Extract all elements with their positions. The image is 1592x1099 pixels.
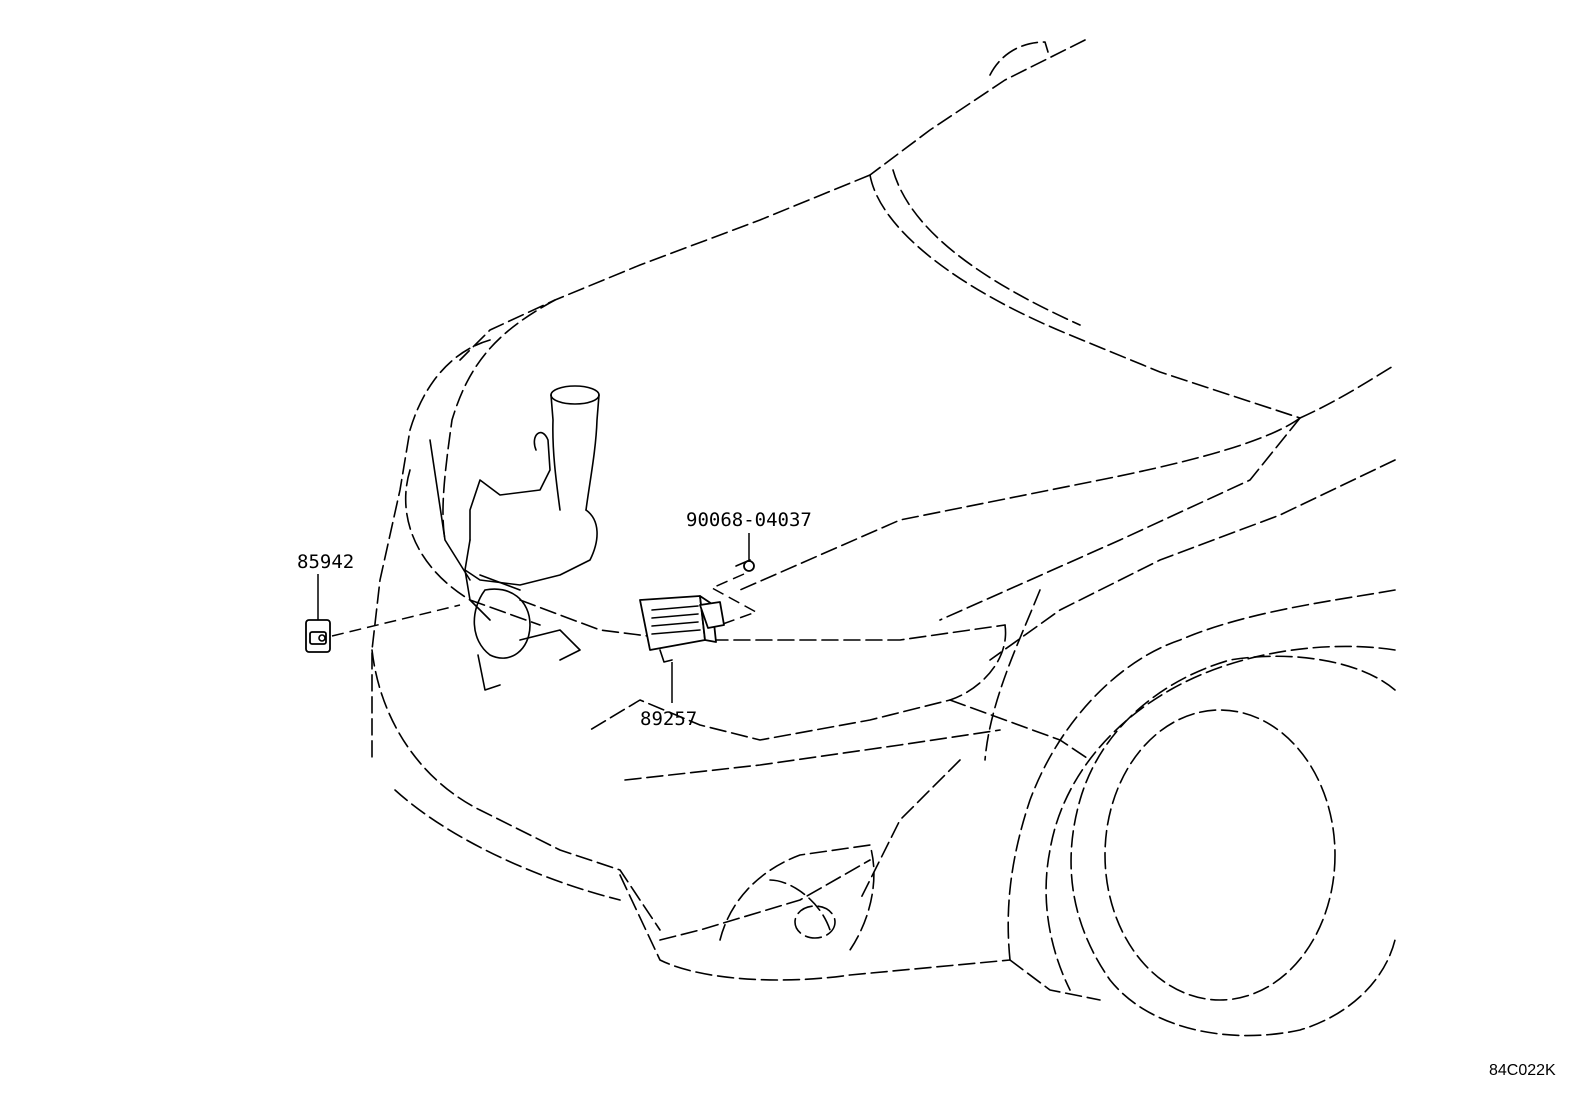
- callout-90068-04037: 90068-04037: [686, 509, 812, 531]
- ecu-89257: [639, 595, 725, 663]
- bolt-axis-line: [710, 573, 758, 626]
- leader-85942: [331, 604, 461, 637]
- bolt-90068-04037: [735, 559, 755, 572]
- sensor-85942: [305, 619, 331, 653]
- vehicle-outline: [371, 39, 1396, 1037]
- callout-85942: 85942: [297, 551, 354, 573]
- washer-tank: [429, 385, 600, 691]
- drawing-code: 84C022K: [1489, 1062, 1556, 1079]
- callout-89257: 89257: [640, 708, 697, 730]
